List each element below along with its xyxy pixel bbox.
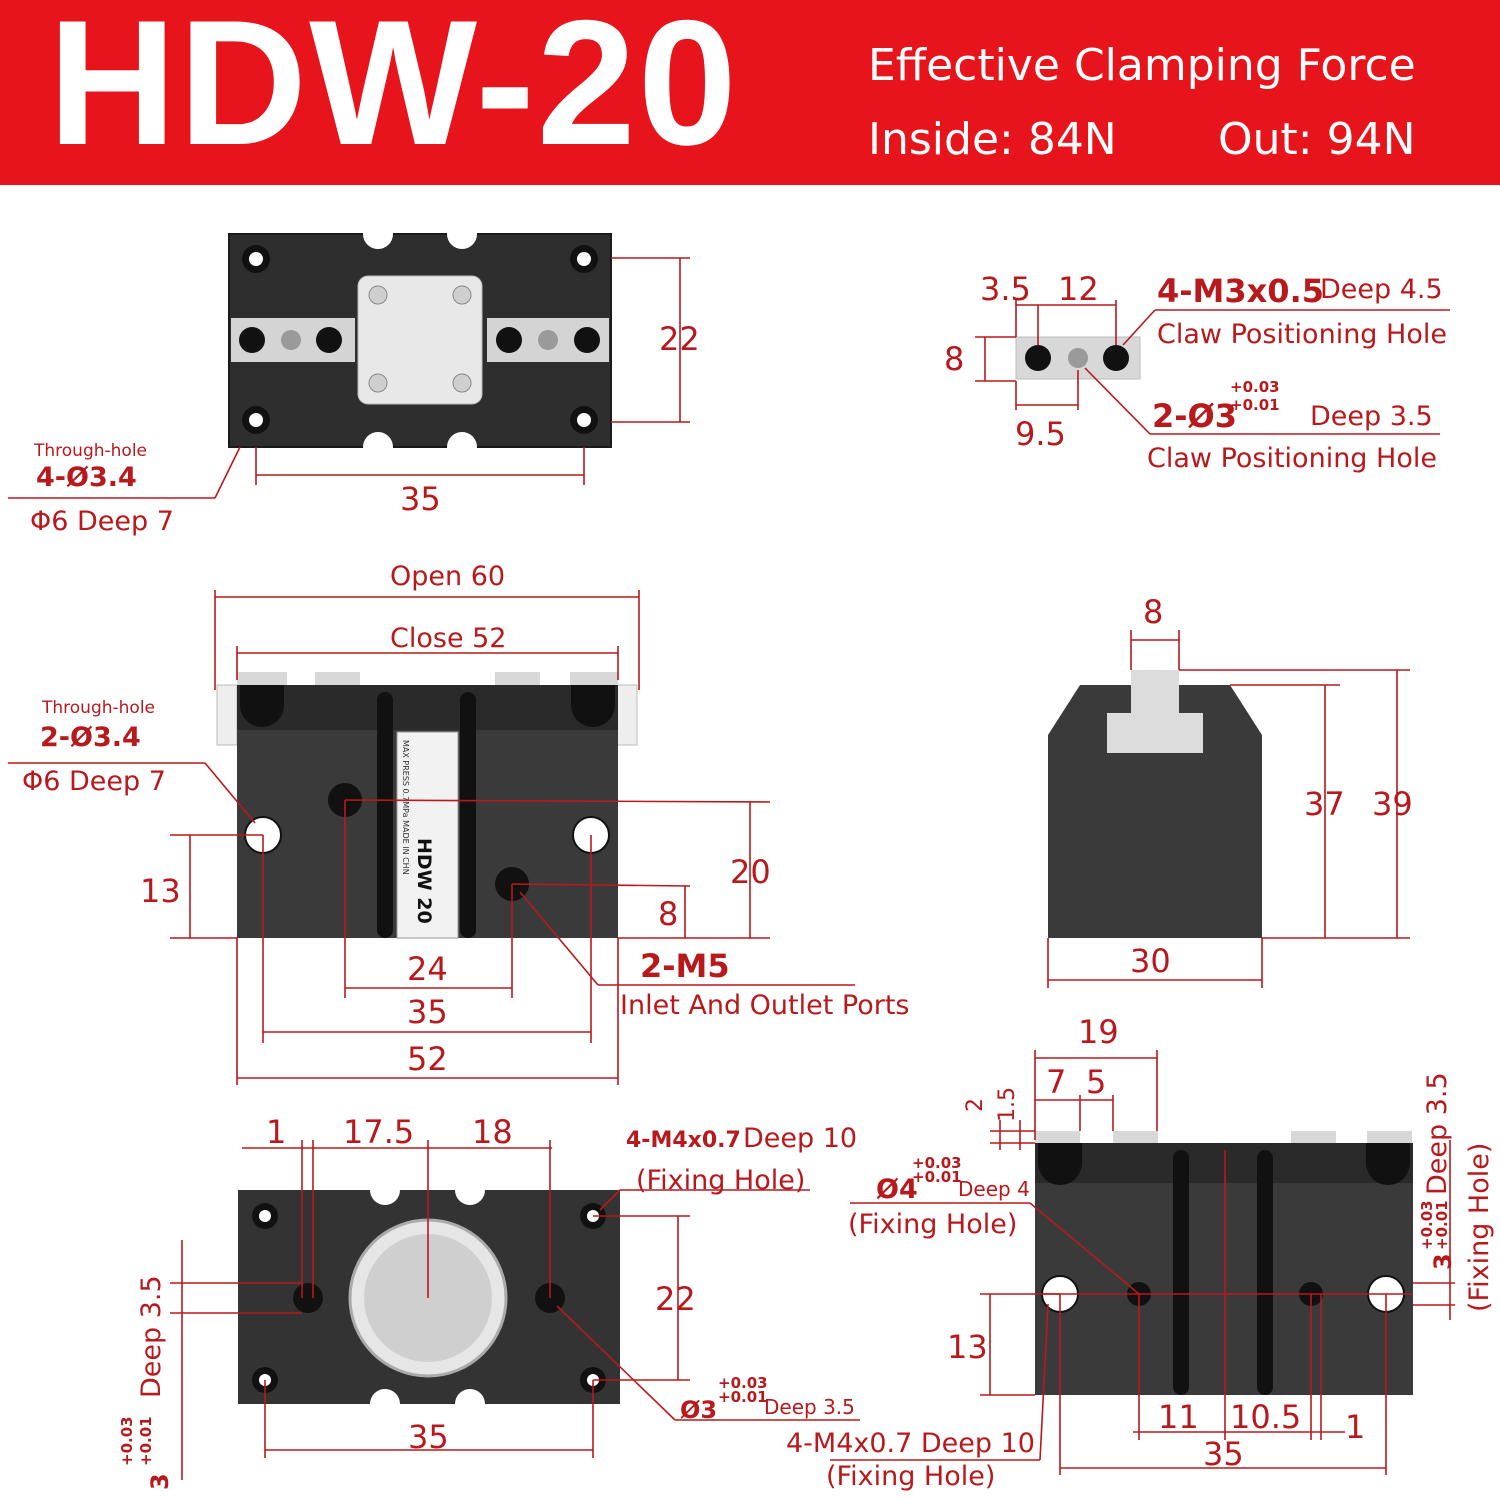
front-hole-spec: 2-Ø3.4	[40, 722, 141, 753]
model-title: HDW-20	[48, 0, 739, 182]
rear-dim-7: 7	[1046, 1063, 1066, 1101]
rear-side-spec: 3	[1429, 1253, 1457, 1270]
rear-dim-11: 11	[1158, 1398, 1199, 1436]
front-port-note: Inlet And Outlet Ports	[620, 990, 910, 1021]
bottom-dim-17-5: 17.5	[343, 1113, 414, 1151]
claw-dim-9-5: 9.5	[1015, 415, 1066, 453]
bottom-side-depth: Deep 3.5	[136, 1275, 167, 1398]
side-view-body	[1048, 685, 1262, 938]
top-dim-22: 22	[659, 320, 700, 358]
rear-view: 19 7 5 2 1.5 Ø4 +0.03 +0.01 Deep 4 (Fixi…	[786, 1013, 1495, 1492]
bottom-dim-1: 1	[266, 1113, 286, 1151]
top-through-hole-label: Through-hole	[33, 441, 147, 461]
rear-side-depth: Deep 3.5	[1422, 1072, 1453, 1195]
side-view: 8 37 39 30	[1047, 593, 1413, 988]
bottom-fix-depth: Deep 10	[743, 1123, 857, 1154]
rear-dim-19: 19	[1078, 1013, 1119, 1051]
bottom-fix-spec: 4-M4x0.7	[626, 1128, 741, 1153]
rear-fix-note: (Fixing Hole)	[826, 1461, 995, 1492]
claw-pin-tol-upper: +0.03	[1230, 378, 1280, 396]
force-outside: Out: 94N	[1218, 114, 1416, 165]
side-dim-8: 8	[1143, 593, 1163, 631]
front-dim-20: 20	[730, 853, 771, 891]
rear-hole-tol-upper: +0.03	[912, 1154, 962, 1172]
top-view: 22 35 Through-hole 4-Ø3.4 Φ6 Deep 7	[8, 219, 700, 537]
bottom-pin-tol-upper: +0.03	[718, 1374, 768, 1392]
front-close: Close 52	[390, 623, 507, 654]
body-model-label: HDW 20	[413, 838, 435, 924]
rear-side-tol-upper: +0.03	[1418, 1200, 1436, 1250]
bottom-pin-tol-lower: +0.01	[718, 1388, 768, 1406]
rear-dim-1-5: 1.5	[995, 1087, 1020, 1122]
bottom-dim-22: 22	[655, 1280, 696, 1318]
claw-thread-depth: Deep 4.5	[1320, 274, 1443, 305]
claw-pin-depth: Deep 3.5	[1310, 401, 1433, 432]
body-label-plate	[396, 731, 459, 939]
bottom-view: 1 17.5 18 4-M4x0.7 Deep 10 (Fixing Hole)…	[118, 1113, 860, 1490]
bottom-side-tol-upper: +0.03	[118, 1416, 136, 1466]
claw-pin-note: Claw Positioning Hole	[1147, 443, 1437, 474]
front-dim-24: 24	[407, 950, 448, 988]
front-dim-52: 52	[407, 1040, 448, 1078]
front-port-spec: 2-M5	[640, 947, 730, 985]
rear-dim-10-5: 10.5	[1230, 1398, 1301, 1436]
rear-dim-13: 13	[947, 1328, 988, 1366]
front-dim-13: 13	[140, 872, 181, 910]
bottom-fix-note: (Fixing Hole)	[636, 1165, 805, 1196]
body-small-label: MAX PRESS 0.7MPa MADE IN CHN	[401, 740, 410, 875]
side-dim-39: 39	[1372, 785, 1413, 823]
side-dim-37: 37	[1304, 785, 1345, 823]
rear-hole-tol-lower: +0.01	[912, 1168, 962, 1186]
bottom-side-spec: 3	[146, 1473, 174, 1490]
top-hole-spec: 4-Ø3.4	[36, 462, 137, 493]
claw-dim-8: 8	[944, 340, 964, 378]
rear-hole-spec: Ø4	[876, 1174, 918, 1205]
rear-dim-1: 1	[1345, 1408, 1365, 1446]
title-banner: HDW-20 Effective Clamping Force Inside: …	[0, 0, 1500, 185]
bottom-pin-spec: Ø3	[680, 1396, 717, 1424]
top-counterbore: Φ6 Deep 7	[30, 506, 174, 537]
front-dim-35: 35	[407, 993, 448, 1031]
rear-side-note: (Fixing Hole)	[1464, 1143, 1495, 1312]
claw-dim-12: 12	[1058, 270, 1099, 308]
force-title: Effective Clamping Force	[868, 40, 1416, 91]
center-plate	[357, 275, 483, 405]
bottom-dim-35: 35	[408, 1418, 449, 1456]
bottom-pin-depth: Deep 3.5	[764, 1395, 855, 1419]
claw-thread-note: Claw Positioning Hole	[1157, 319, 1447, 350]
claw-dim-3-5: 3.5	[980, 270, 1031, 308]
claw-pin-spec: 2-Ø3	[1152, 397, 1237, 435]
rear-hole-note: (Fixing Hole)	[848, 1209, 1017, 1240]
rear-side-tol-lower: +0.01	[1433, 1200, 1451, 1250]
rear-fix-spec: 4-M4x0.7 Deep 10	[786, 1428, 1035, 1459]
front-dim-8: 8	[658, 895, 678, 933]
rear-view-body	[1035, 1143, 1413, 1395]
front-view: MAX PRESS 0.7MPa MADE IN CHN HDW 20	[8, 561, 910, 1085]
bottom-side-tol-lower: +0.01	[137, 1416, 155, 1466]
force-inside: Inside: 84N	[868, 114, 1117, 165]
rear-dim-5: 5	[1086, 1063, 1106, 1101]
top-dim-35: 35	[400, 480, 441, 518]
rear-dim-35: 35	[1203, 1435, 1244, 1473]
front-counterbore: Φ6 Deep 7	[22, 766, 166, 797]
front-open: Open 60	[390, 561, 505, 592]
side-dim-30: 30	[1130, 942, 1171, 980]
bottom-dim-18: 18	[472, 1113, 513, 1151]
rear-dim-2: 2	[963, 1098, 988, 1112]
claw-thread-spec: 4-M3x0.5	[1157, 272, 1324, 310]
rear-hole-depth: Deep 4	[958, 1177, 1030, 1201]
claw-detail: 3.5 12 8 9.5 4-M3x0.5 Deep 4.5 Claw Posi…	[944, 270, 1450, 474]
front-through-hole-label: Through-hole	[41, 698, 155, 718]
claw-pin-tol-lower: +0.01	[1230, 396, 1280, 414]
